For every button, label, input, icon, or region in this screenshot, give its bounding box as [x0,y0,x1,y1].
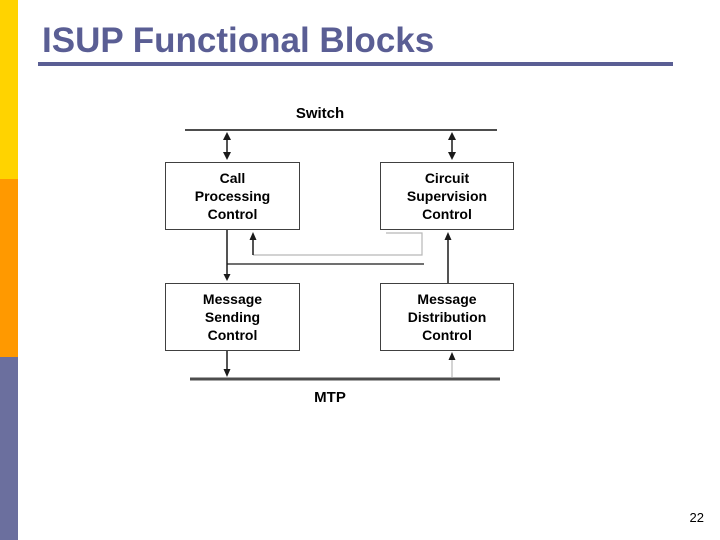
light-connector-csc-to-cpc [253,232,423,256]
block-label: Call Processing Control [194,170,271,222]
block-circuit-supervision-control: Circuit Supervision Control [380,162,514,230]
block-label: Message Distribution Control [407,291,487,343]
block-label: Circuit Supervision Control [406,170,488,222]
arrow-switch-cpc-bidirectional [223,132,231,160]
slide-title: ISUP Functional Blocks [42,21,435,60]
arrow-mdc-to-csc [444,232,452,283]
arrow-mtp-to-mdc [448,352,456,377]
title-underline [38,62,673,66]
arrow-into-cpc-bottom [249,232,257,255]
switch-bus-label: Switch [295,105,345,122]
accent-bar-yellow-segment [0,0,18,179]
accent-bar-slate-segment [0,357,18,540]
block-message-sending-control: Message Sending Control [165,283,300,351]
block-message-distribution-control: Message Distribution Control [380,283,514,351]
page-number: 22 [689,510,704,525]
arrow-cpc-to-msc [223,230,231,281]
block-label: Message Sending Control [202,291,263,343]
arrow-switch-csc-bidirectional [448,132,456,160]
arrow-msc-to-mtp [223,351,231,377]
block-call-processing-control: Call Processing Control [165,162,300,230]
accent-bar-orange-segment [0,179,18,357]
mtp-bus-label: MTP [314,389,346,406]
